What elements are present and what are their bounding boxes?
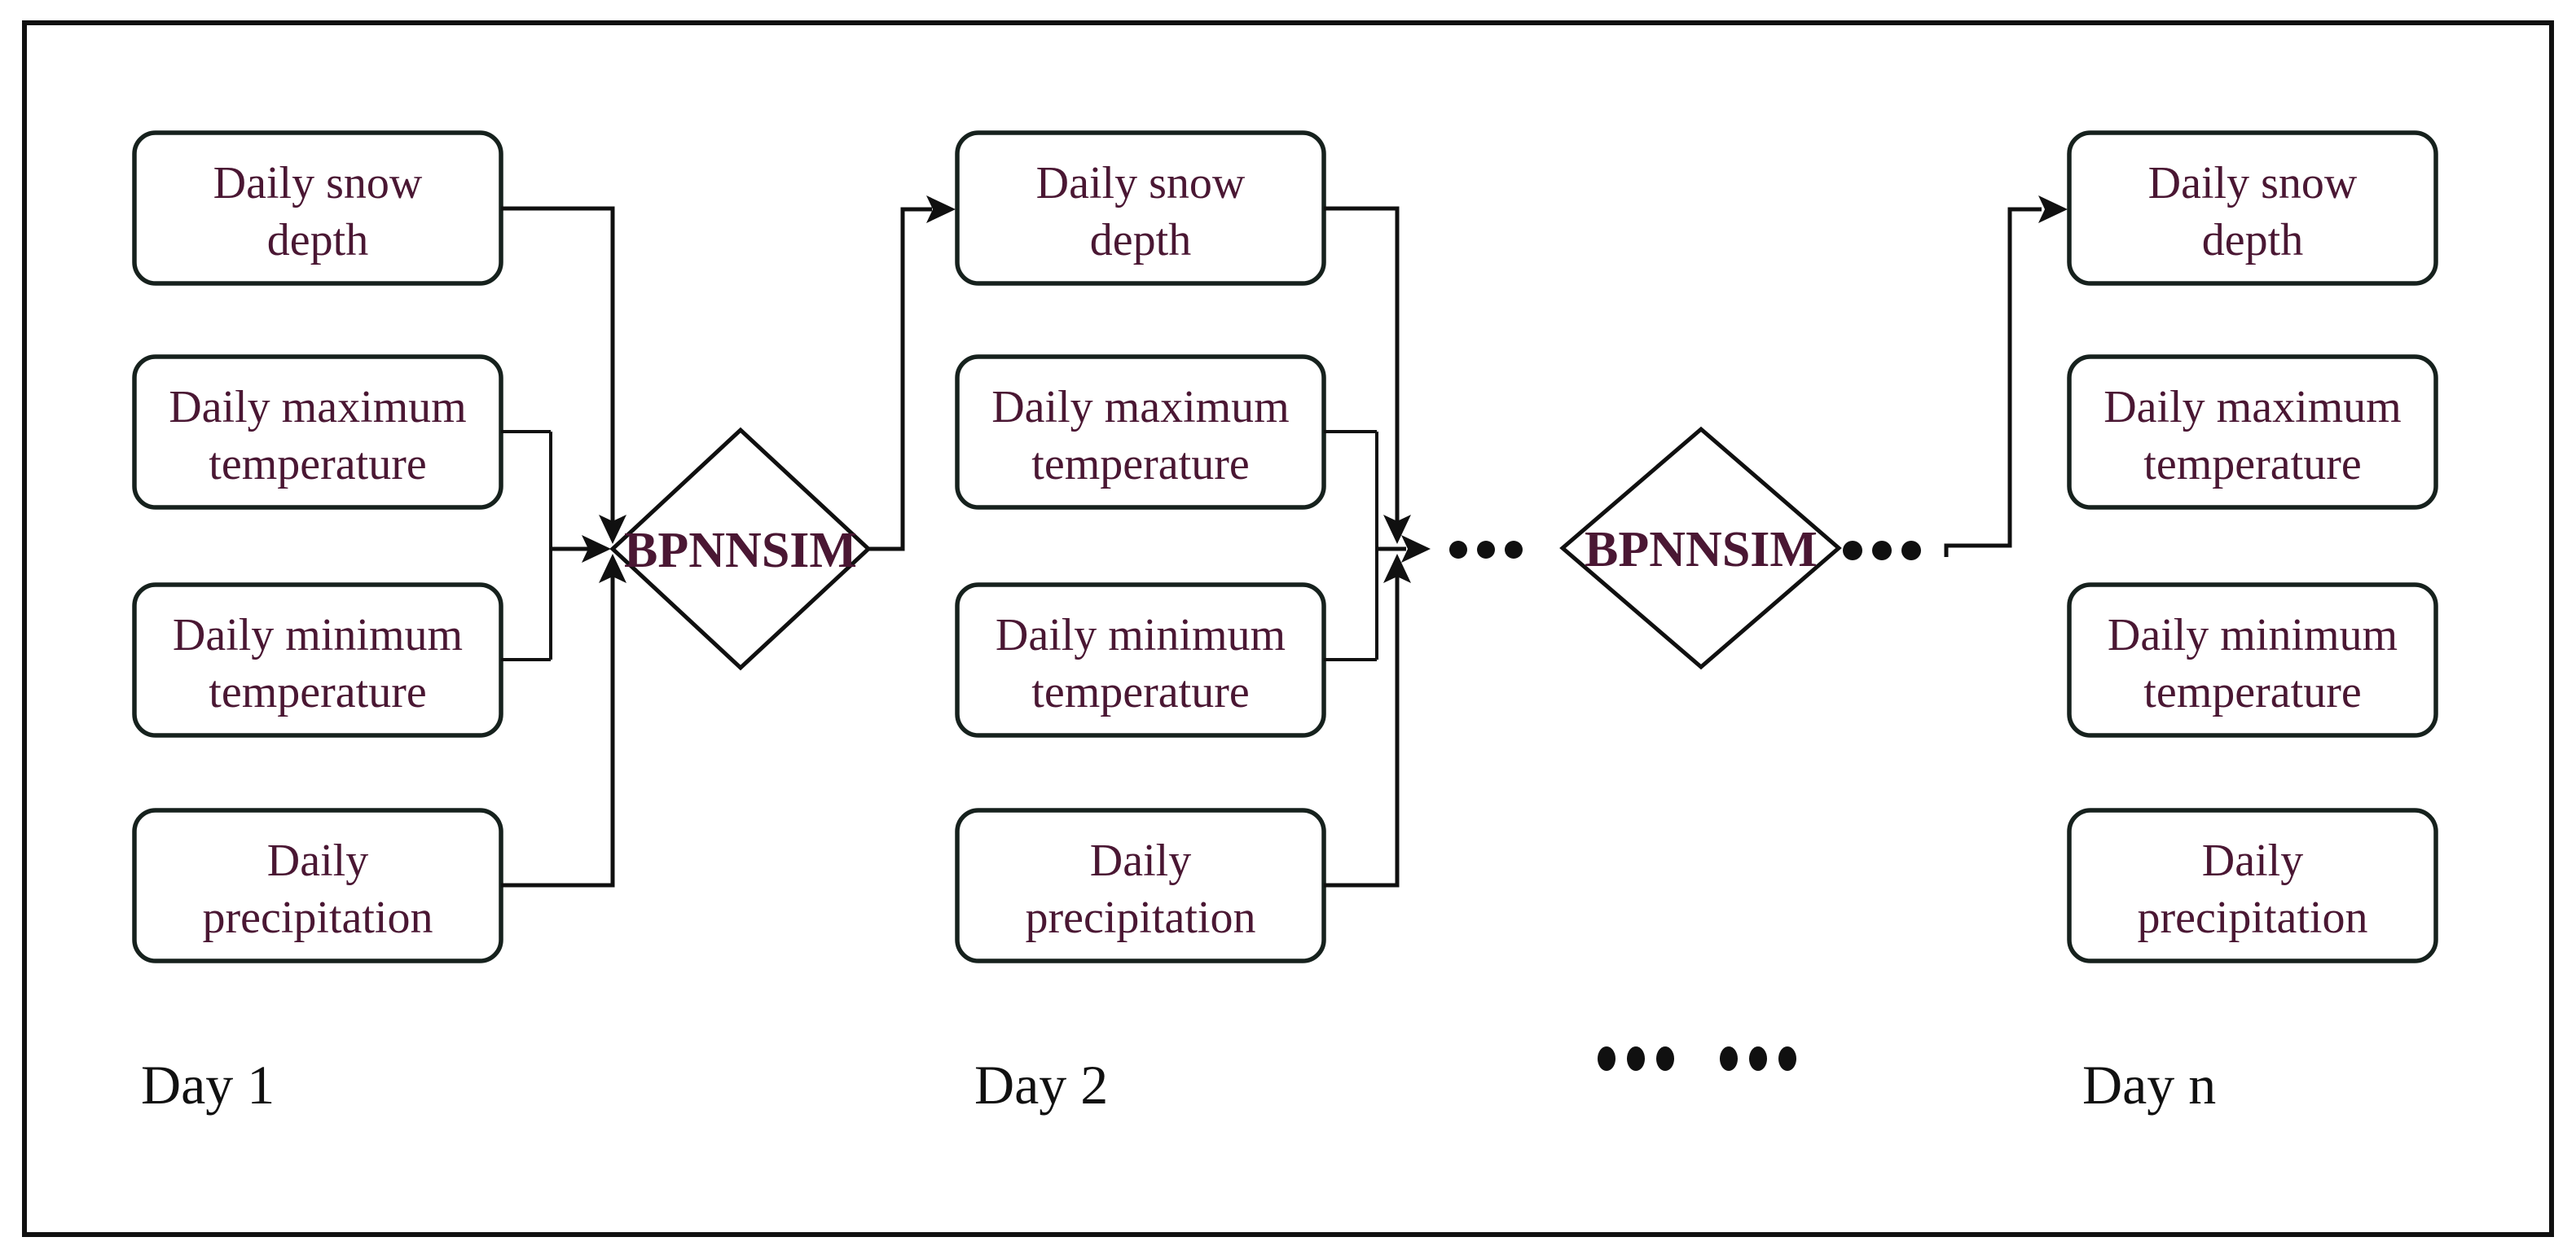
- box-day2-max-temp-line2: temperature: [1031, 439, 1249, 489]
- box-dayn-snow-depth-line1: Daily snow: [2148, 158, 2358, 208]
- box-day2-snow-depth-line1: Daily snow: [1036, 158, 1246, 208]
- bpnnsim-2: BPNNSIM: [1559, 195, 2068, 670]
- bpnnsim-1: BPNNSIM: [609, 195, 956, 671]
- dayn-column: Daily snow depth Daily maximum temperatu…: [2067, 130, 2438, 1116]
- flow-ellipsis-dot: [1872, 541, 1892, 560]
- connector-day2-snow-to-junction: [1324, 206, 1400, 526]
- day1-label: Day 1: [141, 1054, 275, 1116]
- box-dayn-precipitation-line2: precipitation: [2137, 893, 2367, 943]
- flow-ellipsis-dot: [1505, 541, 1523, 559]
- box-dayn-min-temp-line1: Daily minimum: [2108, 610, 2398, 660]
- arrowhead-up-day1-precip: [599, 554, 626, 583]
- flow-ellipsis-dot: [1449, 541, 1467, 559]
- box-day1-snow-depth-line1: Daily snow: [213, 158, 423, 208]
- diagram-border: [22, 20, 2554, 1237]
- arrowhead-up-day2-precip: [1383, 554, 1411, 583]
- box-day2-max-temp-line1: Daily maximum: [991, 382, 1290, 432]
- flow-ellipsis-dot: [1901, 541, 1921, 560]
- day1-column: Daily snow depth Daily maximum temperatu…: [132, 130, 503, 1116]
- arrowhead-down-day1-snow: [599, 515, 626, 544]
- day2-column: Daily snow depth Daily maximum temperatu…: [955, 130, 1326, 1116]
- box-day1-min-temp-line2: temperature: [209, 667, 426, 717]
- box-dayn-snow-depth-line2: depth: [2202, 215, 2303, 265]
- box-day1-max-temp-line1: Daily maximum: [169, 382, 467, 432]
- arrowhead-right-day1-temps: [582, 535, 611, 563]
- bottom-ellipsis-dot: [1656, 1046, 1674, 1071]
- connector-day2-precip-to-junction: [1324, 572, 1400, 888]
- bpnnsim-label-2: BPNNSIM: [1585, 522, 1818, 577]
- box-dayn-max-temp-line2: temperature: [2143, 439, 2361, 489]
- box-day2-snow-depth-line2: depth: [1090, 215, 1191, 265]
- box-day1-max-temp-line2: temperature: [209, 439, 426, 489]
- day1-connectors: [501, 206, 626, 888]
- bottom-ellipsis: [1598, 1046, 1796, 1071]
- arrowhead-right-into-day2-snow: [926, 195, 956, 223]
- connector-bpnnsim1-to-day2-snow: [868, 207, 932, 551]
- day2-label: Day 2: [974, 1054, 1108, 1116]
- bottom-ellipsis-dot: [1720, 1046, 1738, 1071]
- box-dayn-precipitation: [2067, 808, 2438, 963]
- box-dayn-min-temp: [2067, 582, 2438, 738]
- box-day2-min-temp-line2: temperature: [1031, 667, 1249, 717]
- box-day1-precipitation-line1: Daily: [267, 836, 368, 886]
- flow-ellipsis-dot: [1843, 541, 1862, 560]
- box-day2-precipitation-line1: Daily: [1090, 836, 1191, 886]
- box-day2-min-temp-line1: Daily minimum: [996, 610, 1286, 660]
- bottom-ellipsis-dot: [1627, 1046, 1645, 1071]
- bottom-ellipsis-dot: [1778, 1046, 1796, 1071]
- box-dayn-max-temp-line1: Daily maximum: [2103, 382, 2402, 432]
- box-dayn-precipitation-line1: Daily: [2202, 836, 2303, 886]
- dayn-label: Day n: [2082, 1054, 2216, 1116]
- bpnnsim-label-1: BPNNSIM: [624, 523, 857, 578]
- box-day1-min-temp-line1: Daily minimum: [173, 610, 463, 660]
- connector-day1-snow-to-bpnnsim: [501, 206, 615, 526]
- bottom-ellipsis-dot: [1598, 1046, 1615, 1071]
- flow-ellipsis-dot: [1477, 541, 1495, 559]
- bpnnsim-diamond-2: [1559, 426, 1842, 670]
- box-dayn-min-temp-line2: temperature: [2143, 667, 2361, 717]
- connector-bpnnsim2-to-dayn-snow: [1944, 207, 2042, 557]
- box-day2-precipitation-line2: precipitation: [1025, 893, 1255, 943]
- connector-day1-precip-to-bpnnsim: [501, 572, 615, 888]
- box-day1-snow-depth-line2: depth: [267, 215, 368, 265]
- arrowhead-down-day2-snow: [1383, 515, 1411, 544]
- arrowhead-right-into-dayn-snow: [2038, 195, 2068, 223]
- arrowhead-right-day2-temps: [1401, 535, 1431, 563]
- box-dayn-max-temp: [2067, 354, 2438, 510]
- day2-connectors: [1324, 206, 1523, 888]
- bottom-ellipsis-dot: [1749, 1046, 1767, 1071]
- box-dayn-snow-depth: [2067, 130, 2438, 286]
- box-day1-precipitation-line2: precipitation: [202, 893, 433, 943]
